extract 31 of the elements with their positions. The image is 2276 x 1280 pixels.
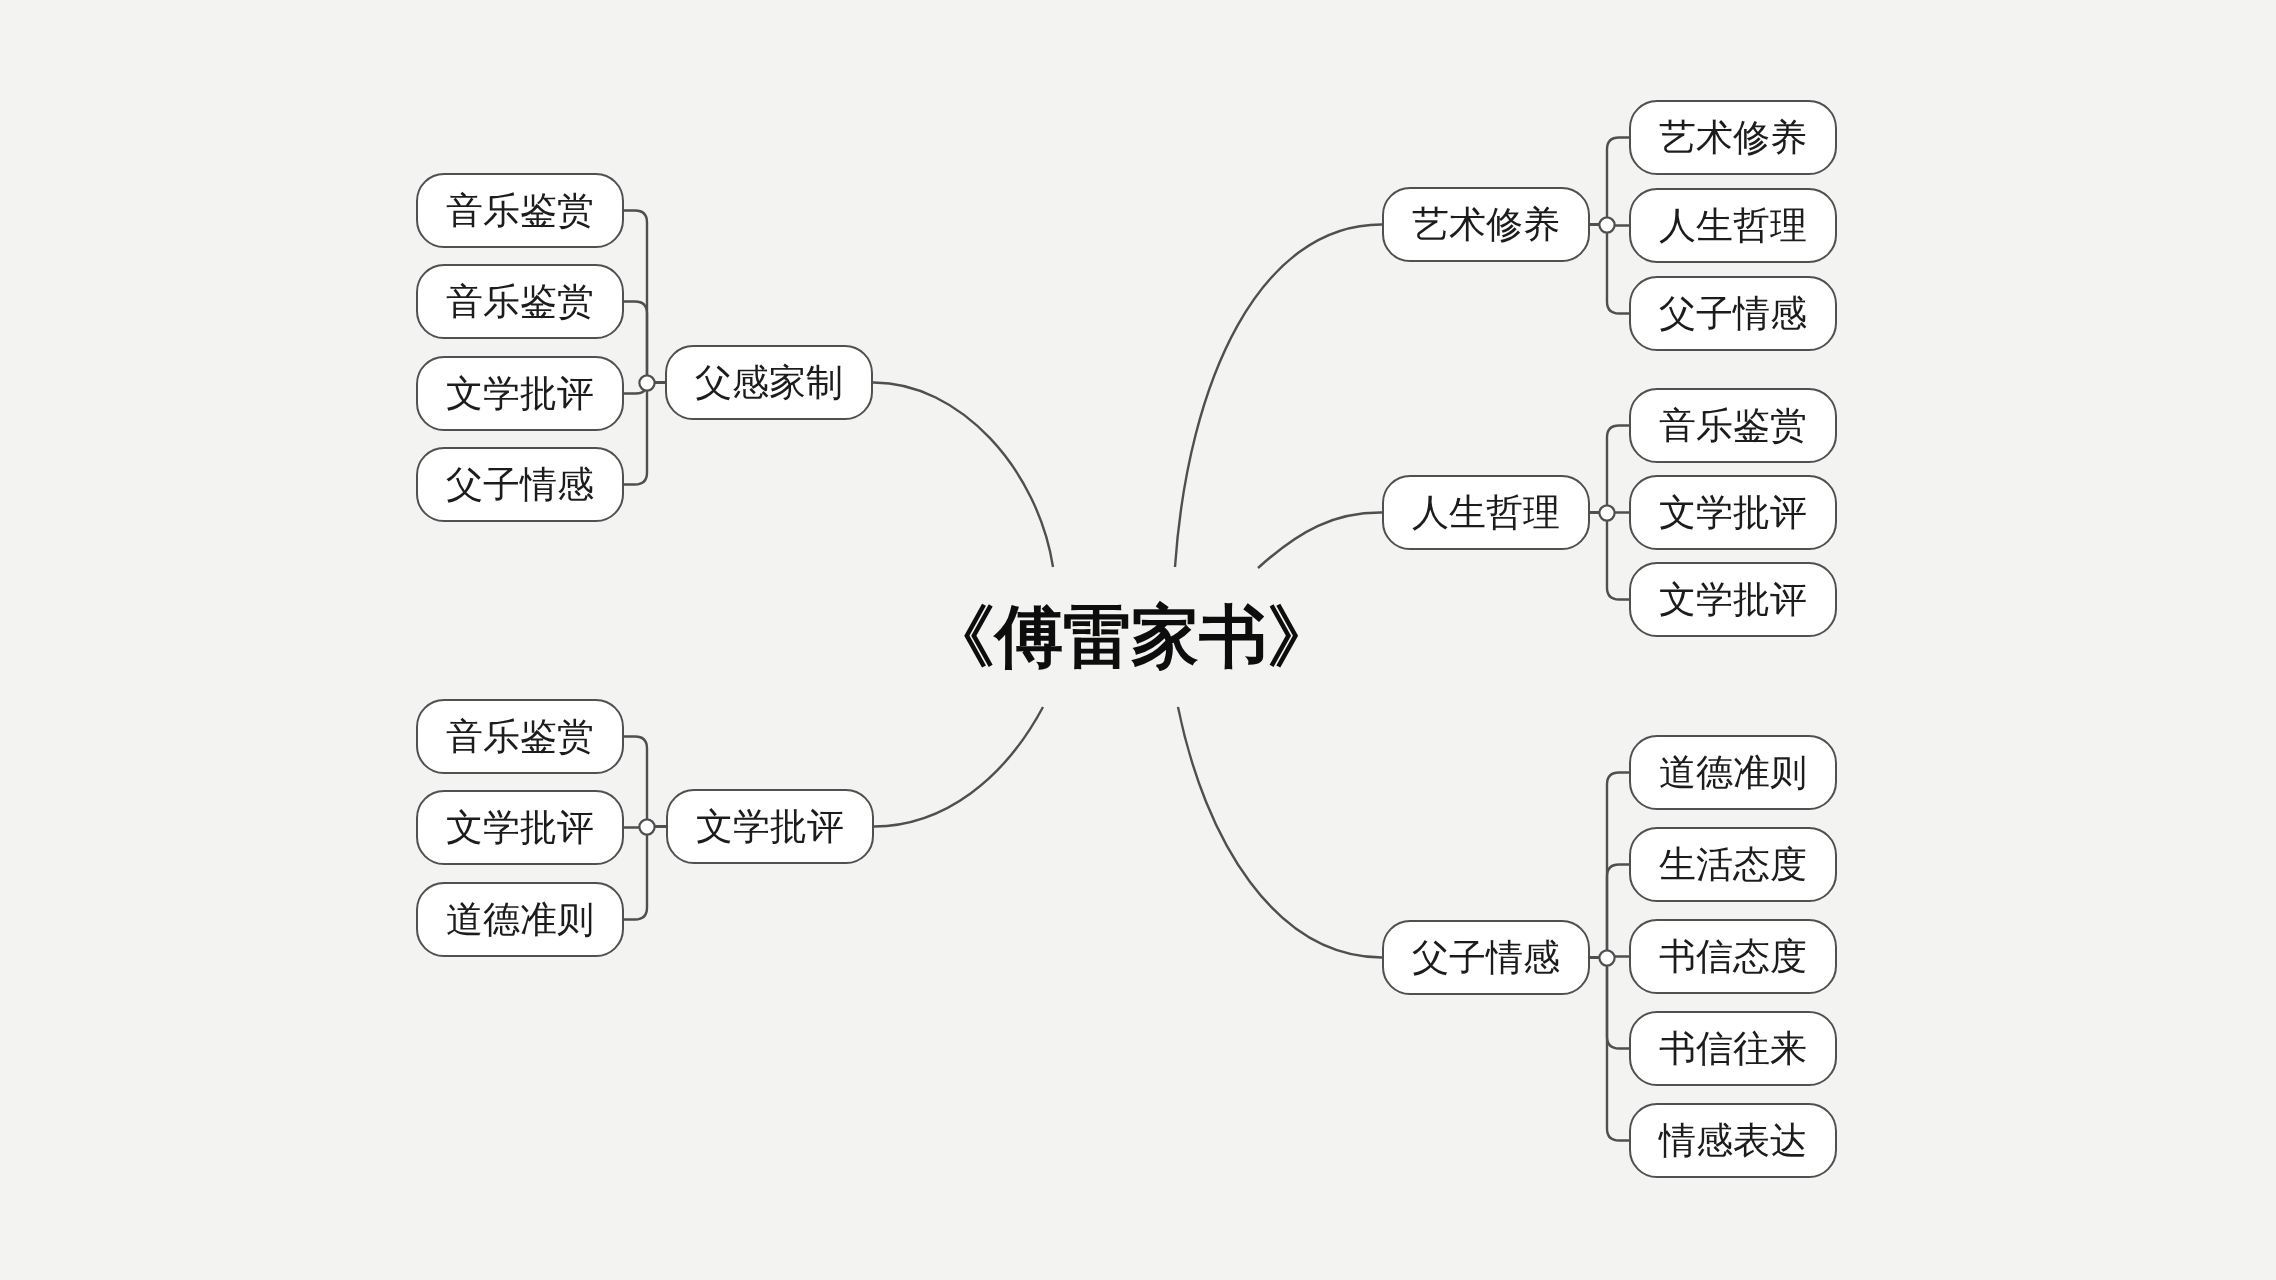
connector-line (1590, 223, 1629, 315)
subtopic-box: 音乐鉴赏 (416, 699, 624, 774)
connector-line (1173, 223, 1383, 568)
subtopic-box: 音乐鉴赏 (416, 173, 624, 248)
subtopic-box: 音乐鉴赏 (1629, 388, 1837, 463)
topic-box: 父子情感 (1382, 920, 1590, 995)
topic-box: 父感家制 (665, 345, 873, 420)
subtopic-box: 情感表达 (1629, 1103, 1837, 1178)
subtopic-box: 书信态度 (1629, 919, 1837, 994)
connector-line (1590, 511, 1629, 601)
subtopic-box: 生活态度 (1629, 827, 1837, 902)
connector-line (872, 381, 1055, 568)
topic-box: 文学批评 (666, 789, 874, 864)
connector-line (873, 706, 1045, 828)
connector-line (1176, 706, 1383, 959)
topic-box: 艺术修养 (1382, 187, 1590, 262)
subtopic-box: 道德准则 (1629, 735, 1837, 810)
subtopic-box: 文学批评 (1629, 475, 1837, 550)
subtopic-box: 艺术修养 (1629, 100, 1837, 175)
subtopic-box: 音乐鉴赏 (416, 264, 624, 339)
topic-box: 人生哲理 (1382, 475, 1590, 550)
subtopic-box: 文学批评 (416, 790, 624, 865)
subtopic-box: 文学批评 (416, 356, 624, 431)
subtopic-box: 道德准则 (416, 882, 624, 957)
subtopic-box: 书信往来 (1629, 1011, 1837, 1086)
subtopic-box: 父子情感 (416, 447, 624, 522)
subtopic-box: 文学批评 (1629, 562, 1837, 637)
central-title: 《傅雷家书》 (926, 567, 1336, 707)
connector-line (1257, 511, 1383, 569)
subtopic-box: 人生哲理 (1629, 188, 1837, 263)
subtopic-box: 父子情感 (1629, 276, 1837, 351)
